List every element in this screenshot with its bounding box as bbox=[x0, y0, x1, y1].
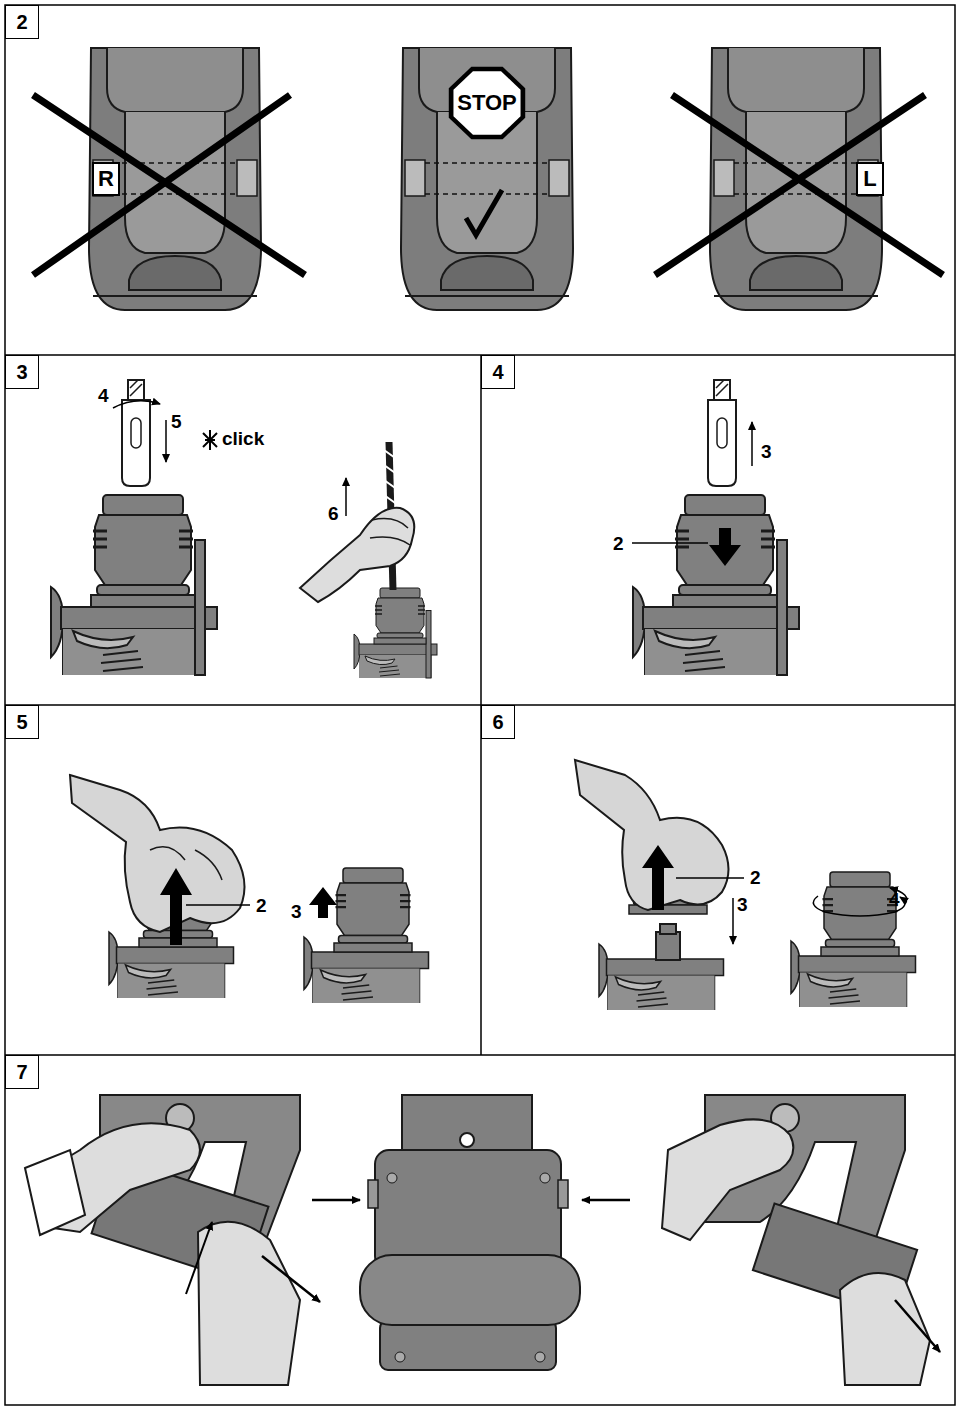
callout-number: 3 bbox=[291, 902, 302, 921]
callout-number: 3 bbox=[737, 895, 748, 914]
callout-number: 5 bbox=[171, 412, 182, 431]
figure-number-box: 2 bbox=[5, 5, 39, 39]
direction-window: L bbox=[856, 162, 884, 196]
callout-number: 2 bbox=[750, 868, 761, 887]
callout-number: 2 bbox=[613, 534, 624, 553]
figure-number: 7 bbox=[16, 1062, 27, 1082]
chuck-removal-scene bbox=[70, 775, 429, 1003]
figure-number: 5 bbox=[16, 712, 27, 732]
remove-tool-scene bbox=[632, 380, 799, 675]
sound-cue: click bbox=[222, 429, 264, 448]
stop-text: STOP bbox=[457, 92, 517, 114]
figure-number: 3 bbox=[16, 362, 27, 382]
callout-number: 4 bbox=[98, 386, 109, 405]
figure-number-box: 5 bbox=[5, 705, 39, 739]
figure-number: 2 bbox=[16, 12, 27, 32]
figure-number: 4 bbox=[492, 362, 503, 382]
frame bbox=[5, 5, 955, 1405]
chuck-fitting-scene bbox=[575, 760, 916, 1010]
insert-tool-scene bbox=[51, 380, 437, 678]
callout-number: 4 bbox=[889, 890, 900, 909]
direction-letter: L bbox=[863, 168, 876, 190]
direction-window: R bbox=[92, 162, 120, 196]
stop-sign: STOP bbox=[448, 66, 526, 140]
figure-number-box: 7 bbox=[5, 1055, 39, 1089]
figure-number-box: 3 bbox=[5, 355, 39, 389]
callout-number: 2 bbox=[256, 896, 267, 915]
figure-number: 6 bbox=[492, 712, 503, 732]
tool-bottom-views bbox=[33, 48, 943, 310]
battery-removal-scene bbox=[25, 1095, 940, 1385]
direction-letter: R bbox=[98, 168, 114, 190]
callout-number: 3 bbox=[761, 442, 772, 461]
figure-number-box: 6 bbox=[481, 705, 515, 739]
callout-number: 6 bbox=[328, 504, 339, 523]
figure-number-box: 4 bbox=[481, 355, 515, 389]
